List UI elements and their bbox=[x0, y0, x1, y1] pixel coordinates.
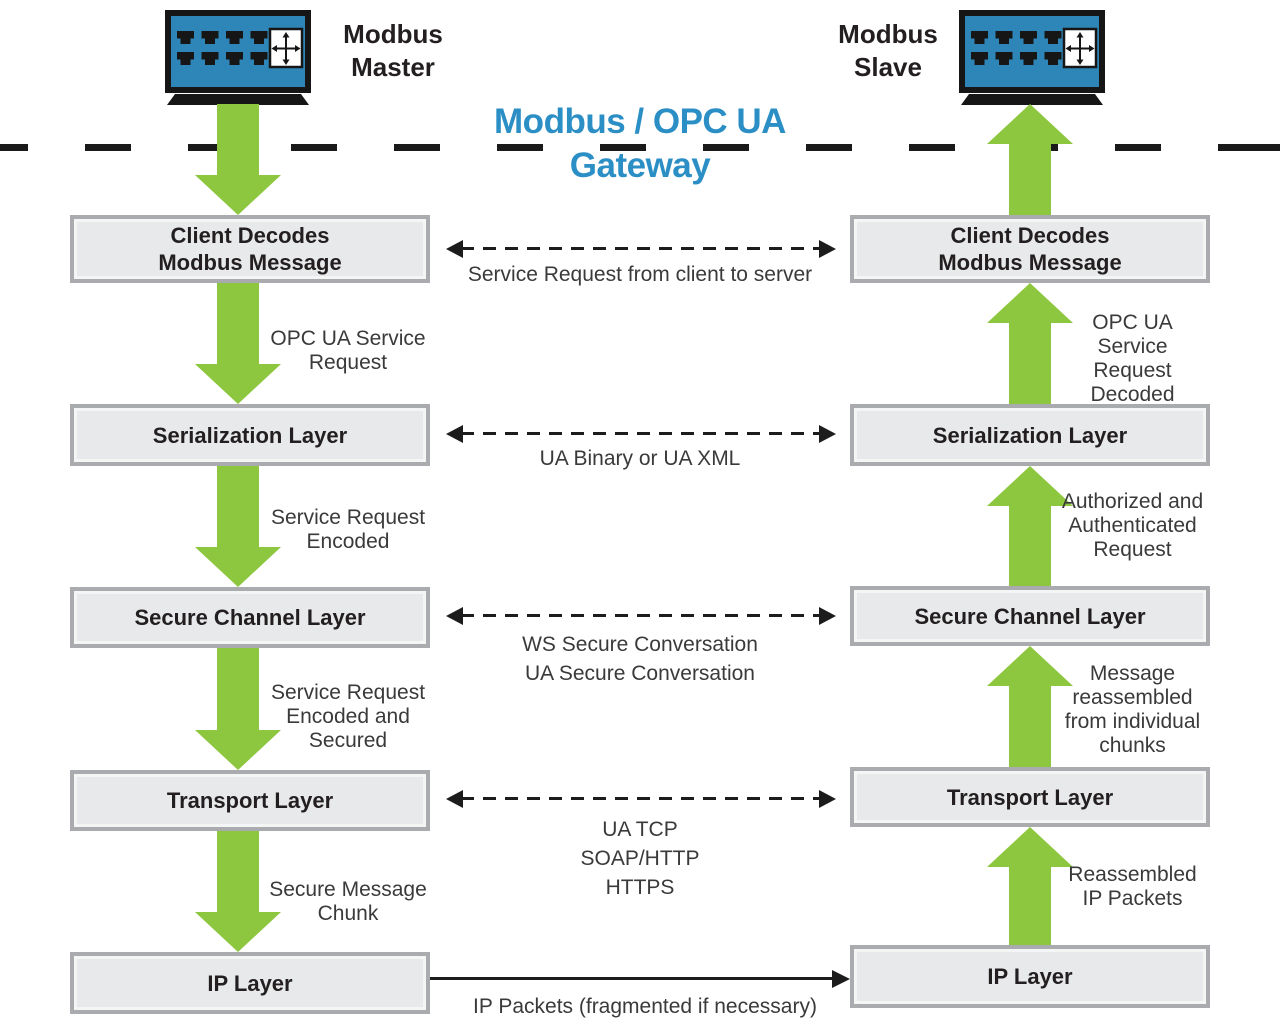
slave-flow-arrow-0 bbox=[987, 104, 1073, 215]
ip-link-line bbox=[430, 977, 834, 980]
cross-link-label-2: WS Secure Conversation UA Secure Convers… bbox=[522, 633, 758, 685]
cross-link-3 bbox=[446, 789, 836, 809]
gateway-title-line1: Modbus / OPC UA bbox=[494, 102, 786, 141]
gateway-separator-dashed-line bbox=[0, 144, 1280, 151]
slave-flow-label-2: Message reassembled from individual chun… bbox=[1064, 662, 1201, 757]
master-layer-box-secure-channel: Secure Channel Layer bbox=[70, 587, 430, 648]
modbus-master-label: Modbus Master bbox=[343, 19, 443, 82]
master-flow-arrow-2 bbox=[195, 466, 281, 587]
master-layer-box-client-decodes: Client Decodes Modbus Message bbox=[70, 215, 430, 283]
master-flow-label-1: Service Request Encoded bbox=[270, 506, 426, 553]
modbus-slave-label: Modbus Slave bbox=[838, 19, 938, 82]
slave-layer-box-serialization: Serialization Layer bbox=[850, 404, 1210, 466]
master-flow-label-2: Service Request Encoded and Secured bbox=[270, 681, 426, 752]
left-arrowhead-icon bbox=[446, 240, 463, 258]
gateway-title-line2: Gateway bbox=[569, 146, 711, 185]
slave-flow-arrow-1 bbox=[987, 283, 1073, 404]
master-layer-box-ip: IP Layer bbox=[70, 952, 430, 1014]
modbus-slave-device-icon bbox=[959, 10, 1105, 105]
ip-link-arrowhead-icon bbox=[832, 969, 850, 988]
master-flow-arrow-3 bbox=[195, 648, 281, 770]
dashed-line bbox=[461, 797, 821, 800]
master-layer-box-serialization: Serialization Layer bbox=[70, 404, 430, 466]
master-flow-label-0: OPC UA Service Request bbox=[270, 327, 426, 374]
dashed-line bbox=[461, 614, 821, 617]
slave-layer-box-client-decodes: Client Decodes Modbus Message bbox=[850, 215, 1210, 283]
slave-layer-box-ip: IP Layer bbox=[850, 945, 1210, 1008]
slave-flow-label-3: Reassembled IP Packets bbox=[1068, 863, 1197, 910]
master-layer-box-transport: Transport Layer bbox=[70, 770, 430, 831]
ip-link-label: IP Packets (fragmented if necessary) bbox=[473, 995, 817, 1018]
left-arrowhead-icon bbox=[446, 790, 463, 808]
master-flow-arrow-0 bbox=[195, 104, 281, 215]
gateway-title: Modbus / OPC UA Gateway bbox=[340, 100, 940, 188]
cross-link-0 bbox=[446, 239, 836, 259]
cross-link-label-3: UA TCP SOAP/HTTP HTTPS bbox=[580, 818, 700, 899]
right-arrowhead-icon bbox=[819, 425, 836, 443]
right-arrowhead-icon bbox=[819, 607, 836, 625]
slave-layer-box-secure-channel: Secure Channel Layer bbox=[850, 586, 1210, 646]
slave-flow-label-0: OPC UA Service Request Decoded bbox=[1090, 311, 1175, 406]
master-flow-arrow-1 bbox=[195, 283, 281, 404]
slave-layer-box-transport: Transport Layer bbox=[850, 767, 1210, 827]
left-arrowhead-icon bbox=[446, 607, 463, 625]
master-flow-arrow-4 bbox=[195, 831, 281, 952]
slave-flow-arrow-2 bbox=[987, 466, 1073, 586]
dashed-line bbox=[461, 432, 821, 435]
slave-flow-arrow-3 bbox=[987, 646, 1073, 767]
slave-flow-arrow-4 bbox=[987, 827, 1073, 945]
cross-link-label-0: Service Request from client to server bbox=[467, 263, 813, 286]
cross-link-2 bbox=[446, 606, 836, 626]
slave-flow-label-1: Authorized and Authenticated Request bbox=[1061, 490, 1204, 561]
right-arrowhead-icon bbox=[819, 240, 836, 258]
right-arrowhead-icon bbox=[819, 790, 836, 808]
dashed-line bbox=[461, 247, 821, 250]
cross-link-label-1: UA Binary or UA XML bbox=[539, 447, 741, 470]
master-flow-label-3: Secure Message Chunk bbox=[269, 878, 427, 925]
modbus-master-device-icon bbox=[165, 10, 311, 105]
cross-link-1 bbox=[446, 424, 836, 444]
left-arrowhead-icon bbox=[446, 425, 463, 443]
